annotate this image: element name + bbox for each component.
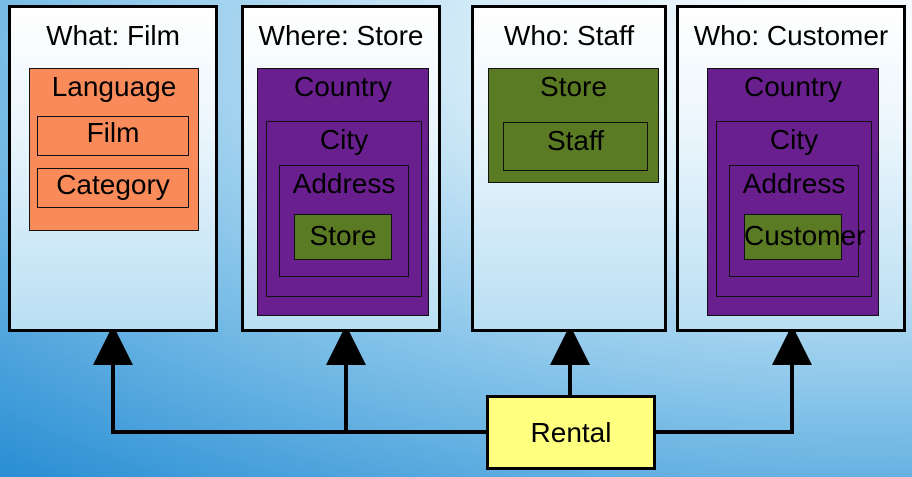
arrow-to-film (93, 325, 486, 434)
panel-film: What: Film Language Film Category (8, 5, 218, 332)
rental-label: Rental (530, 417, 612, 448)
category-label: Category (56, 169, 170, 200)
panel-title: Who: Customer (693, 20, 889, 51)
film-box: Film (37, 116, 189, 156)
customer-label: Customer (744, 220, 866, 251)
panel-store: Where: Store Country City Address Store (241, 5, 441, 332)
customer-country-label: Country (743, 71, 843, 102)
store-label: Store (309, 220, 377, 251)
staff-store-box: Store Staff (488, 68, 659, 183)
panel-staff: Who: Staff Store Staff (471, 5, 667, 332)
customer-city-label: City (769, 124, 819, 155)
country-box: Country City Address Store (257, 68, 429, 316)
film-label: Film (86, 117, 140, 148)
panel-title: Where: Store (258, 20, 424, 51)
customer-address-label: Address (742, 168, 846, 199)
language-label: Language (51, 71, 177, 102)
panel-title: What: Film (46, 20, 180, 51)
country-label: Country (293, 71, 393, 102)
arrow-to-customer (656, 325, 812, 434)
category-box: Category (37, 168, 189, 208)
address-box: Address Store (279, 165, 409, 277)
staff-store-label: Store (540, 71, 607, 102)
rental-box: Rental (486, 395, 656, 470)
panel-title: Who: Staff (503, 20, 635, 51)
customer-box: Customer (744, 214, 865, 260)
city-label: City (319, 124, 369, 155)
address-label: Address (292, 168, 396, 199)
staff-label: Staff (546, 125, 605, 156)
customer-address-box: Address Customer (729, 165, 865, 277)
city-box: City Address Store (266, 121, 422, 297)
staff-box: Staff (503, 122, 648, 171)
panel-customer: Who: Customer Country City Address Custo… (676, 5, 906, 332)
customer-city-box: City Address Customer (716, 121, 872, 297)
store-box: Store (294, 214, 392, 260)
customer-country-box: Country City Address Customer (707, 68, 879, 316)
language-box: Language Film Category (29, 68, 199, 231)
